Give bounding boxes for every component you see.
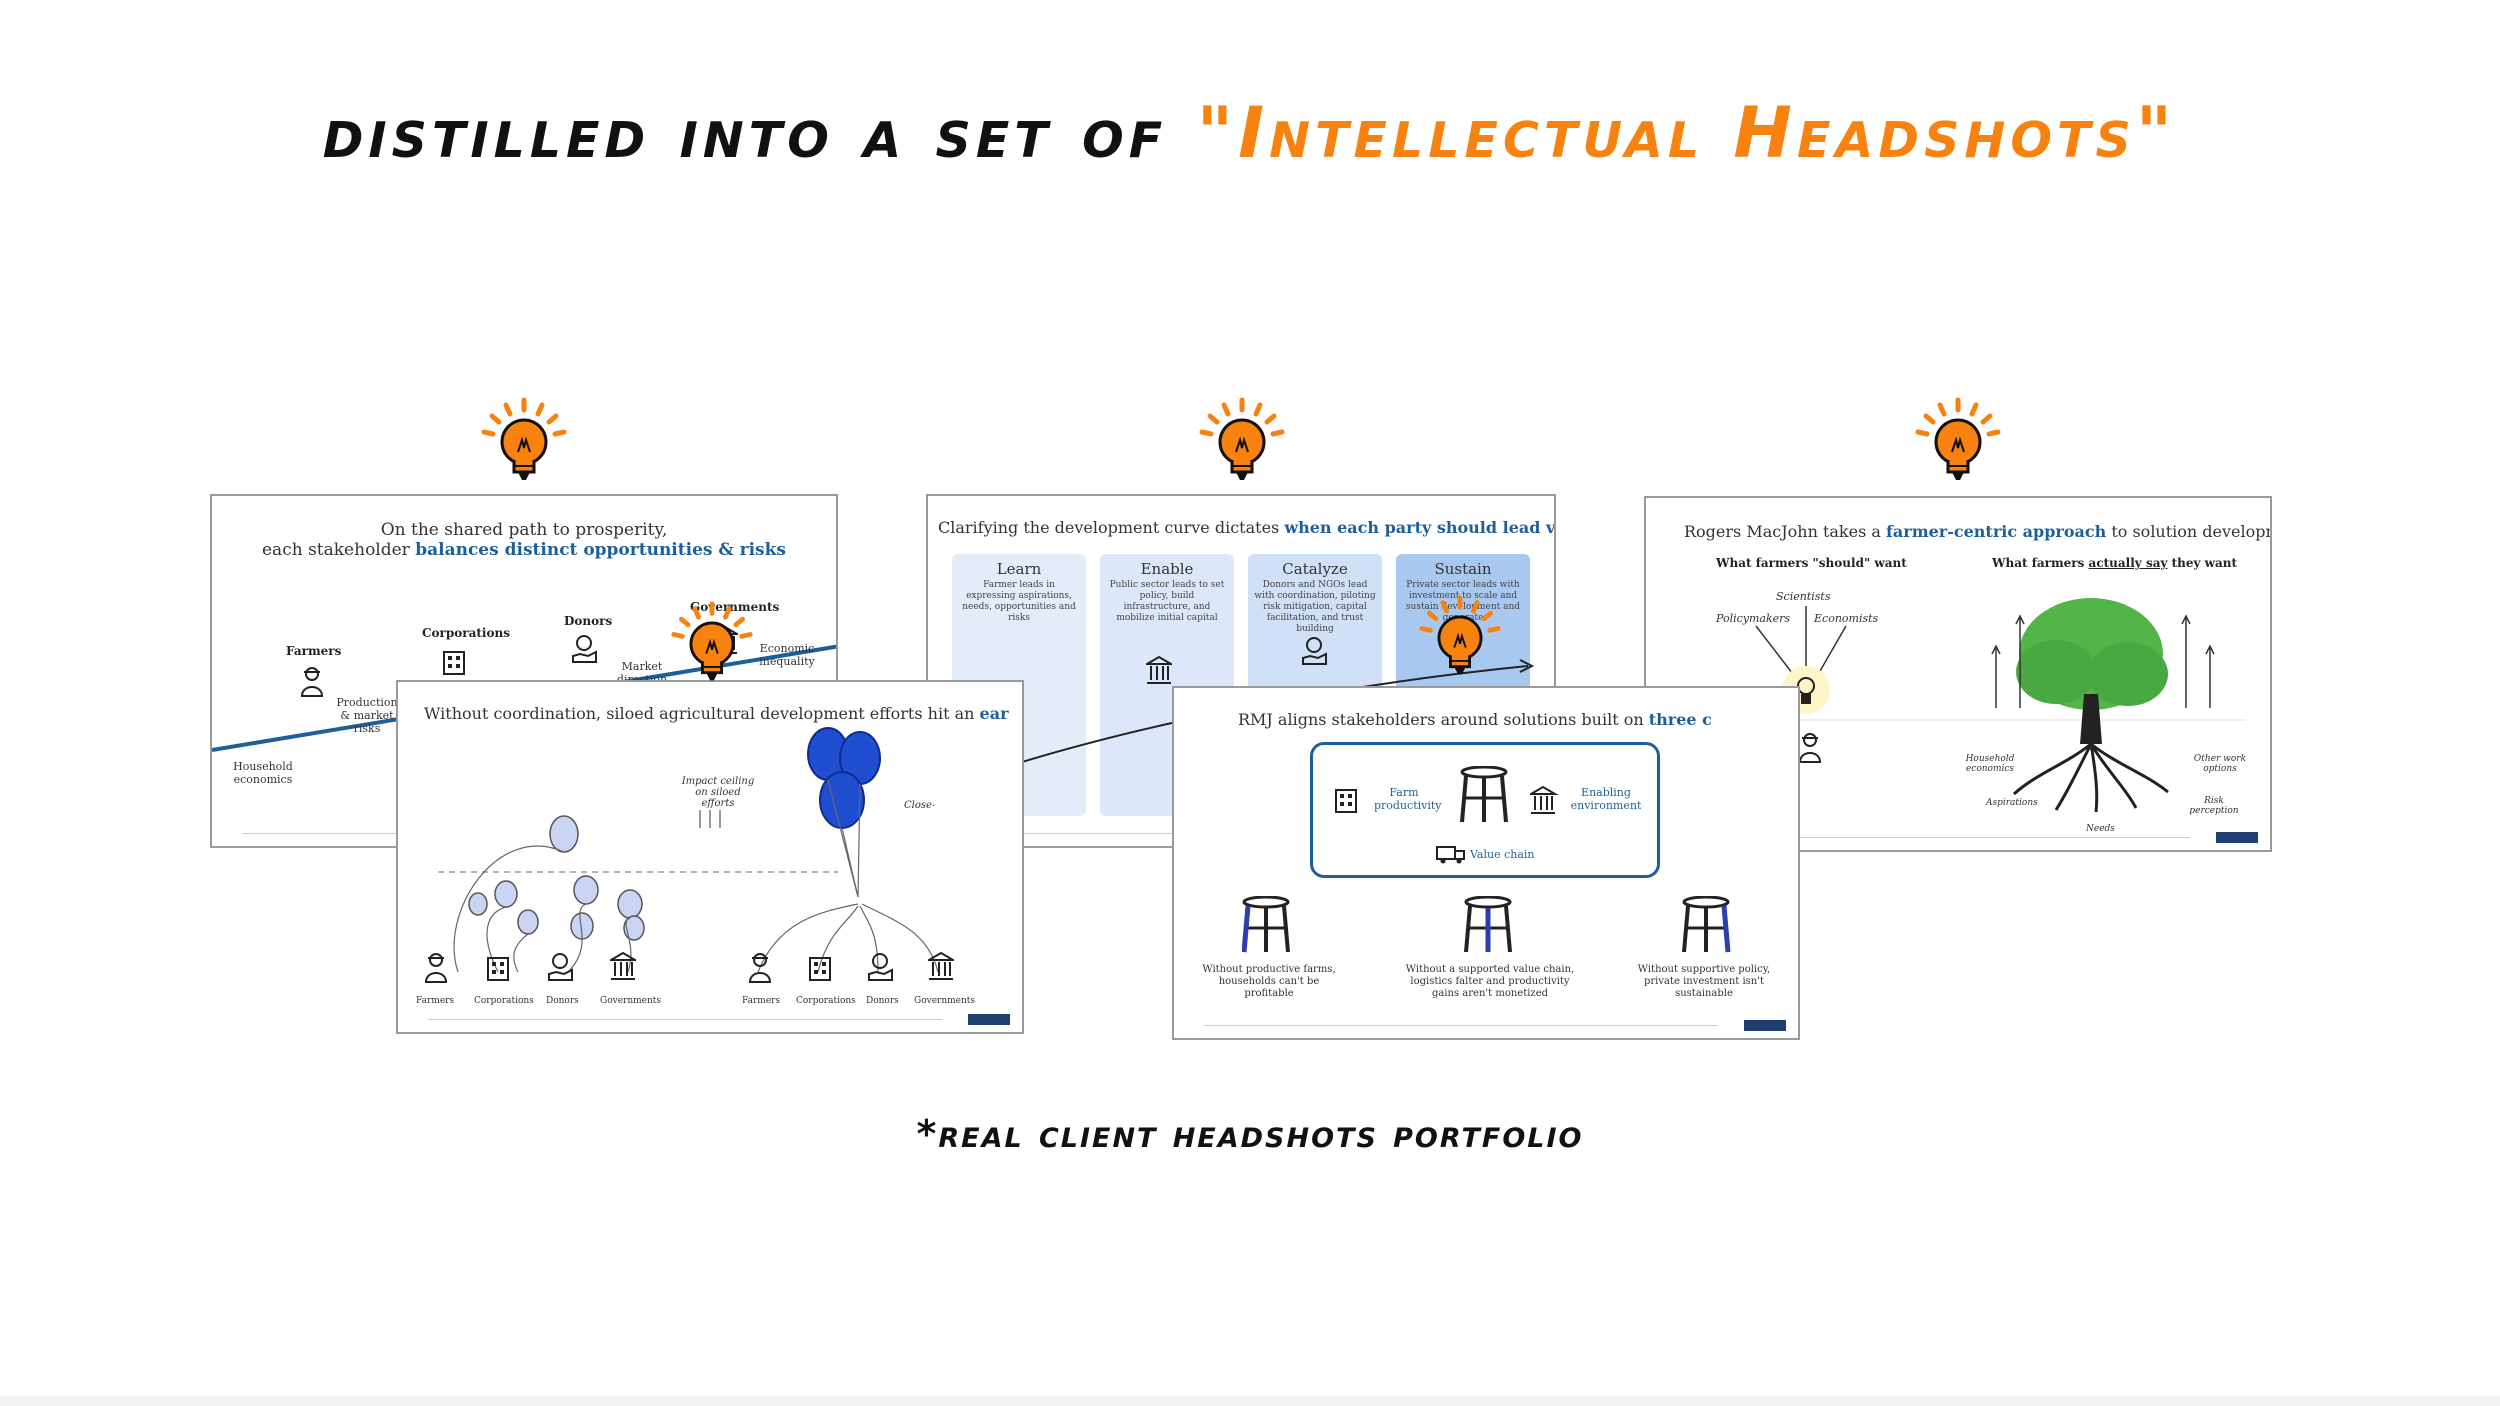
thumb5-right-pre: What farmers <box>1992 556 2089 570</box>
thumb1-economic-inequality: Economic inequality <box>759 642 815 668</box>
lightbulb-icon <box>478 396 570 488</box>
thumb3-title-bold: when each party should lead vs. advise <box>1284 518 1556 537</box>
thumb5-title-pre: Rogers MacJohn takes a <box>1684 522 1887 541</box>
thumb1-title-pre: each stakeholder <box>262 540 416 560</box>
corporation-icon <box>443 651 465 675</box>
government-icon <box>610 952 636 980</box>
thumbnail-three-stools: RMJ aligns stakeholders around solutions… <box>1172 686 1800 1040</box>
thumb5-aspirations: Aspirations <box>1986 798 2038 808</box>
thumb1-farmers: Farmers <box>286 644 342 658</box>
thumb2-label-farmers: Farmers <box>416 996 455 1006</box>
thumb4-title-bold: three c <box>1648 710 1712 729</box>
government-icon <box>928 952 954 980</box>
thumbnail-siloed-efforts: Without coordination, siloed agricultura… <box>396 680 1024 1034</box>
thumb2-title: Without coordination, siloed agricultura… <box>424 704 1009 723</box>
thumb2-label-corporations-2: Corporations <box>796 996 856 1006</box>
stage-sustain-title: Sustain <box>1434 560 1492 578</box>
thumb1-household: Household economics <box>233 760 293 786</box>
thumb2-label-corporations: Corporations <box>474 996 534 1006</box>
farmer-icon <box>749 953 771 983</box>
thumb5-right-post: they want <box>2167 556 2238 570</box>
thumb1-donors: Donors <box>564 614 613 628</box>
corporation-icon <box>487 957 509 981</box>
thumb3-title-pre: Clarifying the development curve dictate… <box>938 518 1285 537</box>
farm-icon <box>1335 789 1357 813</box>
thumb4-value-chain: Value chain <box>1470 848 1535 861</box>
headline: distilled into a set of "Intellectual He… <box>0 92 2500 174</box>
thumb5-needs: Needs <box>2086 824 2115 834</box>
thumb4-farm: Farm productivity <box>1374 786 1442 812</box>
donor-hand-icon <box>572 635 597 663</box>
thumb5-title-post: to solution development <box>2111 522 2270 541</box>
thumb5-right-head: What farmers actually say they want <box>1992 556 2237 570</box>
thumb2-label-governments-2: Governments <box>914 996 976 1006</box>
thumb2-label-donors: Donors <box>546 996 579 1006</box>
donor-hand-icon <box>868 953 893 981</box>
headline-highlight: "Intellectual Headshots" <box>1196 92 2178 174</box>
footnote: *real client headshots portfolio <box>916 1112 1584 1156</box>
corporation-icon <box>809 957 831 981</box>
thumb4-title: RMJ aligns stakeholders around solutions… <box>1238 710 1712 729</box>
thumb2-label-farmers-2: Farmers <box>742 996 781 1006</box>
thumb2-close: Close- <box>904 800 936 811</box>
thumb5-right-bold: actually say <box>2088 556 2168 570</box>
thumb3-title: Clarifying the development curve dictate… <box>938 518 1556 537</box>
thumb5-other-work: Other work options <box>2193 754 2247 774</box>
stool-icon <box>1242 896 1290 954</box>
thumb1-title-line1: On the shared path to prosperity, <box>380 520 668 540</box>
thumb2-impact-ceiling: Impact ceiling on siloed efforts <box>681 776 755 809</box>
stage-learn-title: Learn <box>996 560 1042 578</box>
farmer-icon <box>425 953 447 983</box>
thumb5-title: Rogers MacJohn takes a farmer-centric ap… <box>1684 522 2270 541</box>
thumb5-risk: Risk perception <box>2189 796 2239 816</box>
government-icon <box>1146 656 1172 684</box>
truck-icon <box>1436 846 1465 864</box>
thumb4-title-pre: RMJ aligns stakeholders around solutions… <box>1238 710 1649 729</box>
thumb4-statement-policy: Without supportive policy, private inves… <box>1637 964 1771 999</box>
thumb5-left-head: What farmers "should" want <box>1716 556 1907 570</box>
stage-catalyze-title: Catalyze <box>1282 560 1348 578</box>
growth-arrows <box>1991 614 2215 708</box>
thumb2-title-pre: Without coordination, siloed agricultura… <box>424 704 980 723</box>
tree-icon <box>2012 598 2169 813</box>
lightbulb-icon <box>668 600 756 688</box>
donor-hand-icon <box>1302 637 1327 665</box>
donor-hand-icon <box>548 953 573 981</box>
thumb1-corporations: Corporations <box>422 626 510 640</box>
thumb5-scientists: Scientists <box>1776 590 1831 603</box>
thumb5-policymakers: Policymakers <box>1716 612 1791 625</box>
stage-enable-desc: Public sector leads to set policy, build… <box>1109 580 1225 623</box>
thumb5-title-bold: farmer-centric approach <box>1886 522 2107 541</box>
lightbulb-icon <box>1196 396 1288 488</box>
stage-enable-title: Enable <box>1140 560 1194 578</box>
lightbulb-icon <box>1416 594 1504 682</box>
thumb1-title: On the shared path to prosperity, each s… <box>212 520 836 560</box>
headline-prefix: distilled into a set of <box>322 92 1197 174</box>
thumb2-label-donors-2: Donors <box>866 996 899 1006</box>
lightbulb-icon <box>1912 396 2004 488</box>
farmer-icon <box>301 667 323 697</box>
thumb1-title-bold: balances distinct opportunities & risks <box>415 540 786 560</box>
balloon-diagram <box>438 727 939 973</box>
thumb5-household: Household economics <box>1965 754 2015 774</box>
stage-learn-desc: Farmer leads in expressing aspirations, … <box>962 580 1076 623</box>
thumb4-statement-value-chain: Without a supported value chain, logisti… <box>1405 964 1575 999</box>
stool-icon <box>1682 896 1731 954</box>
thumb4-enabling: Enabling environment <box>1570 786 1642 812</box>
thumb4-statement-farms: Without productive farms, households can… <box>1202 964 1336 999</box>
stool-icon <box>1460 766 1508 824</box>
environment-icon <box>1530 786 1556 814</box>
thumb5-economists: Economists <box>1814 612 1879 625</box>
thumb2-label-governments: Governments <box>600 996 662 1006</box>
thumb1-prod-risks: Production & market risks <box>336 696 398 735</box>
thumb2-title-bold: ear <box>979 704 1009 723</box>
stage-catalyze-desc: Donors and NGOs lead with coordination, … <box>1254 580 1376 634</box>
solution-box <box>1310 742 1660 878</box>
stool-icon <box>1464 896 1512 954</box>
